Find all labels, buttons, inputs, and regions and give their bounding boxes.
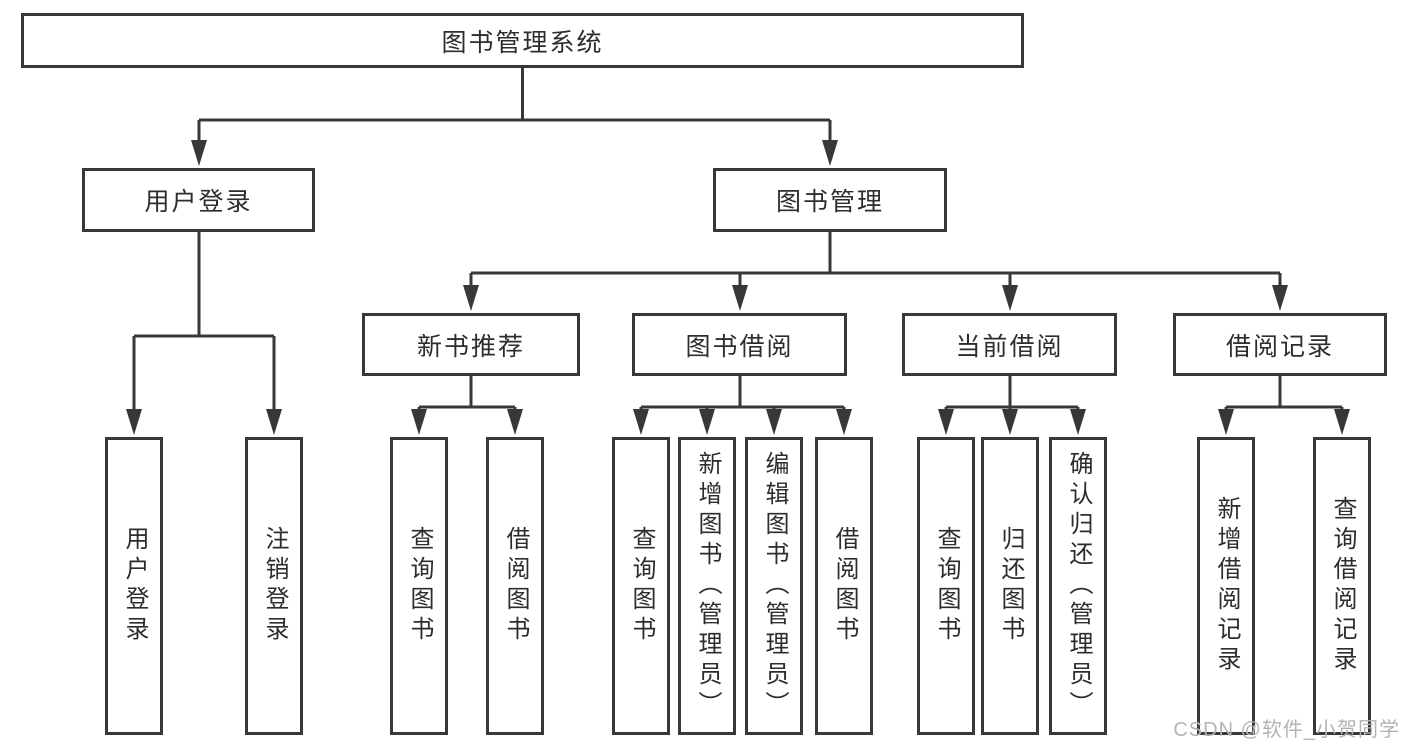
node-library-management-system: 图书管理系统 [21,13,1024,68]
leaf-label: 确认归还（管理员） [1065,451,1092,721]
leaf-label: 新增借阅记录 [1213,496,1240,676]
leaf-edit-books-admin: 编辑图书（管理员） [745,437,803,735]
leaf-add-borrow-record: 新增借阅记录 [1197,437,1255,735]
node-label: 用户登录 [144,188,253,216]
node-book-management: 图书管理 [713,168,947,232]
node-borrow-records: 借阅记录 [1173,313,1387,376]
leaf-query-borrow-record: 查询借阅记录 [1313,437,1371,735]
leaf-query-books-recommend: 查询图书 [390,437,448,735]
leaf-add-books-admin: 新增图书（管理员） [678,437,736,735]
node-label: 图书管理系统 [441,28,604,57]
node-new-book-recommend: 新书推荐 [362,313,580,376]
leaf-query-books-current: 查询图书 [917,437,975,735]
leaf-confirm-return-admin: 确认归还（管理员） [1049,437,1107,735]
arrowheads [126,140,1350,435]
leaf-label: 查询图书 [628,526,655,646]
node-label: 当前借阅 [955,332,1064,361]
leaf-label: 用户登录 [121,526,148,646]
leaf-borrow-books: 借阅图书 [815,437,873,735]
leaf-query-books-borrow: 查询图书 [612,437,670,735]
node-label: 图书借阅 [685,332,794,361]
leaf-label: 查询借阅记录 [1329,496,1356,676]
node-user-login: 用户登录 [82,168,315,232]
connector-paths [132,66,1344,419]
leaf-label: 借阅图书 [502,526,529,646]
leaf-borrow-books-recommend: 借阅图书 [486,437,544,735]
leaf-label: 归还图书 [997,526,1024,646]
leaf-label: 注销登录 [261,526,288,646]
leaf-label: 查询图书 [933,526,960,646]
leaf-label: 编辑图书（管理员） [761,451,788,721]
node-label: 借阅记录 [1225,332,1334,361]
node-label: 图书管理 [775,188,884,216]
node-current-borrow: 当前借阅 [902,313,1117,376]
leaf-logout: 注销登录 [245,437,303,735]
node-book-borrow: 图书借阅 [632,313,847,376]
node-label: 新书推荐 [416,332,525,361]
csdn-watermark: CSDN @软件_小贺同学 [1173,719,1400,741]
leaf-return-books: 归还图书 [981,437,1039,735]
leaf-label: 新增图书（管理员） [694,451,721,721]
leaf-label: 借阅图书 [831,526,858,646]
leaf-user-login: 用户登录 [105,437,163,735]
leaf-label: 查询图书 [406,526,433,646]
